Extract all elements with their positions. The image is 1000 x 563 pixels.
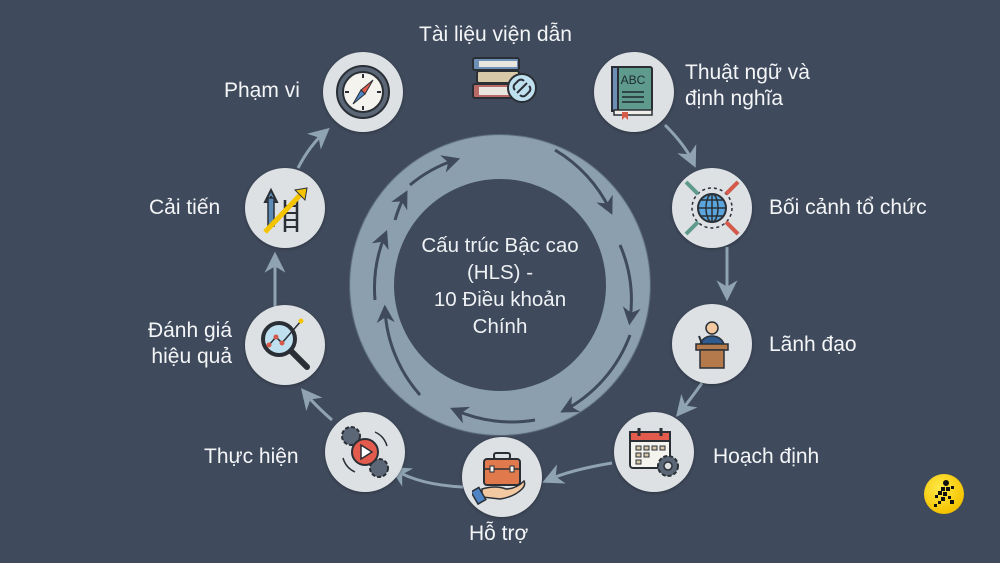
node-performance-evaluation	[245, 305, 325, 385]
center-title-line: (HLS) -	[466, 261, 534, 284]
svg-text:ABC: ABC	[621, 73, 646, 87]
node-support	[462, 437, 542, 517]
play-gears-icon	[341, 426, 389, 478]
ladder-arrow-up-icon	[263, 187, 308, 234]
center-cycle-ring	[349, 134, 651, 436]
node-label-support: Hỗ trợ	[469, 522, 529, 545]
node-terms-definitions: ABC	[594, 52, 674, 132]
node-improvement	[245, 168, 325, 248]
center-title: Cấu trúc Bậc cao (HLS) - 10 Điều khoản C…	[400, 232, 600, 340]
node-label-operation: Thực hiện	[204, 445, 299, 468]
label-line: hiệu quả	[151, 345, 232, 368]
node-label-normative-references: Tài liệu viện dẫn	[419, 23, 572, 46]
label-line: Thuật ngữ và	[685, 61, 810, 84]
center-title-line: 10 Điều khoản	[433, 288, 567, 311]
center-title-line: Chính	[472, 315, 528, 338]
toolbox-hand-icon	[472, 452, 526, 506]
node-organization-context	[672, 168, 752, 248]
node-leadership	[672, 304, 752, 384]
label-line: định nghĩa	[685, 87, 784, 110]
center-title-line: Cấu trúc Bậc cao	[421, 234, 579, 257]
podium-speaker-icon	[695, 321, 729, 369]
node-operation	[325, 412, 405, 492]
abc-book-icon: ABC	[611, 66, 653, 120]
node-label-planning: Hoạch định	[713, 445, 820, 468]
node-label-leadership: Lãnh đạo	[769, 333, 857, 356]
compass-icon	[336, 65, 390, 119]
node-label-improvement: Cải tiến	[149, 196, 221, 219]
magnifier-chart-icon	[261, 318, 310, 370]
runner-logo-icon	[924, 474, 964, 514]
node-planning	[614, 412, 694, 492]
node-label-organization-context: Bối cảnh tổ chức	[769, 196, 927, 219]
label-line: Đánh giá	[147, 319, 232, 342]
node-label-scope: Phạm vi	[224, 79, 300, 102]
node-label-terms-definitions: Thuật ngữ và định nghĩa	[685, 60, 810, 112]
calendar-gear-icon	[629, 428, 679, 477]
books-link-icon	[472, 57, 537, 103]
globe-arrows-icon	[684, 180, 740, 236]
node-label-performance-evaluation: Đánh giá hiệu quả	[140, 318, 232, 370]
flow-arrows	[264, 123, 738, 489]
node-scope	[323, 52, 403, 132]
